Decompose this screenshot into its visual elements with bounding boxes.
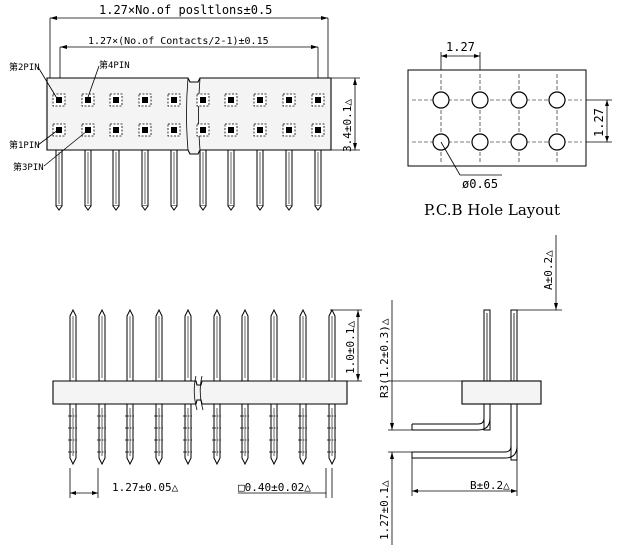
top-leg: [170, 149, 178, 211]
top-pin: [311, 93, 325, 107]
side-dim-r3-text: R3(1.2±0.3)△: [378, 318, 391, 398]
side-view-housing: [461, 380, 542, 405]
pcb-hole-layout: 1.27 1.27 ø0.65 P.C.B Hole Layout: [407, 40, 612, 219]
top-pin: [224, 93, 238, 107]
top-leg: [285, 149, 293, 211]
side-view: A±0.2△ R3(1.2±0.3)△ 1.27±0.1△ B±0.2△: [378, 235, 562, 545]
pcb-hole: [510, 133, 528, 151]
top-leg: [112, 149, 120, 211]
top-pin: [167, 123, 181, 137]
front-dim-square-text: □0.40±0.02△: [238, 481, 311, 494]
top-view: 1.27×No.of posltlons±0.5 1.27×(No.of Con…: [9, 3, 360, 211]
top-leg: [227, 149, 235, 211]
pcb-hole-dia-text: ø0.65: [462, 177, 498, 191]
dim-positions-text: 1.27×No.of posltlons±0.5: [99, 3, 272, 17]
pcb-hole: [471, 91, 489, 109]
top-leg: [256, 149, 264, 211]
front-dim-pitch-text: 1.27±0.05△: [112, 481, 179, 494]
pcb-hole: [548, 91, 566, 109]
pin2-label: 第2PIN: [9, 61, 40, 73]
top-view-housing: [46, 77, 332, 155]
pcb-hole: [432, 91, 450, 109]
top-leg: [55, 149, 63, 211]
top-pin: [282, 123, 296, 137]
top-leg: [84, 149, 92, 211]
pin1-label: 第1PIN: [9, 139, 40, 151]
top-pin: [81, 93, 95, 107]
top-pin: [81, 123, 95, 137]
top-leg: [199, 149, 207, 211]
pin4-label: 第4PIN: [99, 59, 130, 71]
pcb-hole: [548, 133, 566, 151]
pcb-frame: [407, 69, 587, 167]
top-pin: [138, 93, 152, 107]
top-pin: [109, 123, 123, 137]
pcb-pitch-y-text: 1.27: [592, 108, 606, 137]
top-pin: [224, 123, 238, 137]
top-pin: [109, 93, 123, 107]
pcb-layout-title: P.C.B Hole Layout: [424, 201, 560, 219]
top-pin: [52, 93, 66, 107]
side-dim-bottom-text: 1.27±0.1△: [378, 480, 391, 540]
front-view-pins: [68, 308, 337, 466]
front-view: 1.0±0.1△ 1.27±0.05△ □0.40±0.02△: [52, 308, 362, 498]
top-pin: [311, 123, 325, 137]
front-dim-top-text: 1.0±0.1△: [344, 321, 357, 374]
top-view-legs: [55, 149, 322, 211]
top-pin: [52, 123, 66, 137]
top-pin: [196, 123, 210, 137]
top-leg: [314, 149, 322, 211]
top-pin: [138, 123, 152, 137]
top-pin: [253, 123, 267, 137]
top-pin: [253, 93, 267, 107]
pcb-pitch-x-text: 1.27: [446, 40, 475, 54]
pcb-holes: [412, 74, 582, 162]
top-pin: [167, 93, 181, 107]
top-pin: [282, 93, 296, 107]
top-leg: [141, 149, 149, 211]
top-view-pin-grid: [52, 93, 325, 137]
side-dim-a-text: A±0.2△: [542, 250, 555, 290]
pcb-hole: [510, 91, 528, 109]
side-dim-b-text: B±0.2△: [470, 479, 510, 492]
dim-height-text: 3.4±0.1△: [341, 99, 354, 152]
pcb-hole: [471, 133, 489, 151]
top-pin: [196, 93, 210, 107]
side-bend-a: [411, 404, 491, 431]
dim-contacts-text: 1.27×(No.of Contacts/2-1)±0.15: [88, 36, 269, 47]
pin3-label: 第3PIN: [13, 161, 44, 173]
side-bend-b: [411, 404, 518, 459]
